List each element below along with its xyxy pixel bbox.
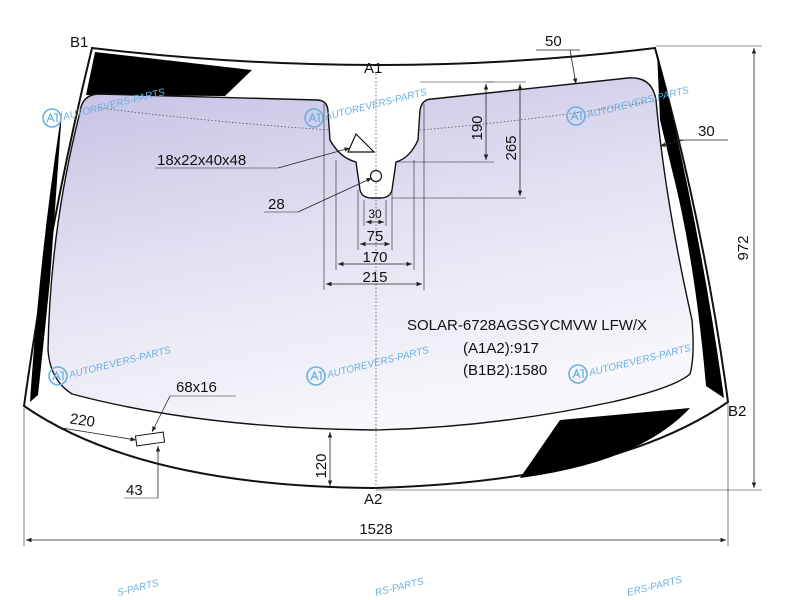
dotted-line-top <box>99 99 661 131</box>
watermark-partial-2: RS-PARTS <box>374 576 425 599</box>
dim-height: 972 <box>735 235 752 260</box>
spec-a1a2: (A1A2):917 <box>463 340 539 357</box>
dim-sensor-outer-height: 265 <box>503 135 520 160</box>
dim-neck-width: 30 <box>368 207 382 221</box>
dim-circle: 28 <box>268 196 285 213</box>
spec-b1b2: (B1B2):1580 <box>463 362 547 379</box>
frit-left <box>30 110 62 402</box>
dim-sensor-width: 215 <box>362 269 387 286</box>
dim-bottom-margin: 120 <box>313 453 330 478</box>
watermark-partial-1: S-PARTS <box>116 578 160 599</box>
frit-right <box>657 52 724 398</box>
dim-mirror-width: 170 <box>362 249 387 266</box>
point-a1-label: A1 <box>364 60 382 77</box>
frit-bottom-right <box>520 408 690 478</box>
dim-side-margin: 30 <box>698 123 715 140</box>
point-b1-label: B1 <box>70 34 88 51</box>
dim-top-margin: 50 <box>545 33 562 50</box>
dim-width: 1528 <box>359 521 392 538</box>
point-a2-label: A2 <box>364 491 382 508</box>
dim-label-offset-h: 220 <box>69 411 96 431</box>
visible-area <box>47 77 694 431</box>
dim-sensor-inner-height: 190 <box>469 115 486 140</box>
dim-label-size: 68x16 <box>176 379 217 396</box>
sensor-circle <box>369 169 383 183</box>
watermark-partial-3: ERS-PARTS <box>626 575 684 599</box>
point-b2-label: B2 <box>728 403 746 420</box>
frit-top-left <box>86 52 252 96</box>
spec-part-code: SOLAR-6728AGSGYCMVW LFW/X <box>407 317 647 334</box>
dim-bracket-size: 18x22x40x48 <box>157 152 246 169</box>
dim-bracket-width: 75 <box>367 228 384 245</box>
label-rect <box>134 431 166 447</box>
dim-label-offset-v: 43 <box>126 482 143 499</box>
bracket-triangle <box>347 132 376 153</box>
